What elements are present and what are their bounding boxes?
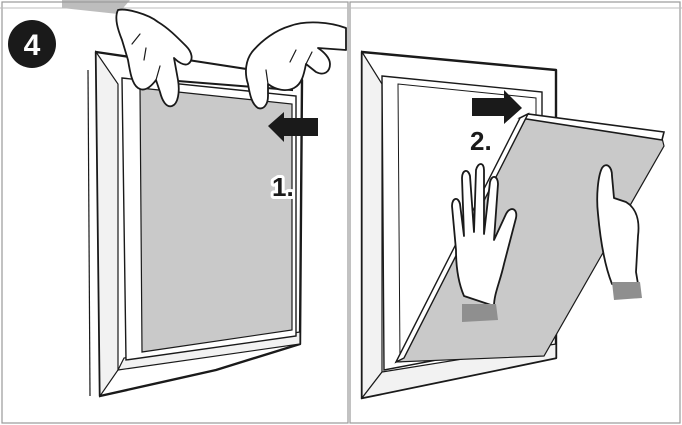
left-illustration: 1. 1. <box>88 10 346 396</box>
left-glass-panel <box>140 88 292 352</box>
left-step-label: 1. <box>272 172 294 202</box>
left-frame-bevel-left <box>96 52 118 396</box>
right-step-label: 2. <box>470 126 492 156</box>
wall-line <box>88 70 90 396</box>
right-sleeve <box>612 282 642 300</box>
step-badge: 4 <box>8 20 56 68</box>
left-sleeve <box>462 304 498 322</box>
step-number: 4 <box>24 29 41 62</box>
right-illustration: 2. 2. <box>362 52 664 398</box>
right-frame-bevel-left <box>362 52 382 398</box>
